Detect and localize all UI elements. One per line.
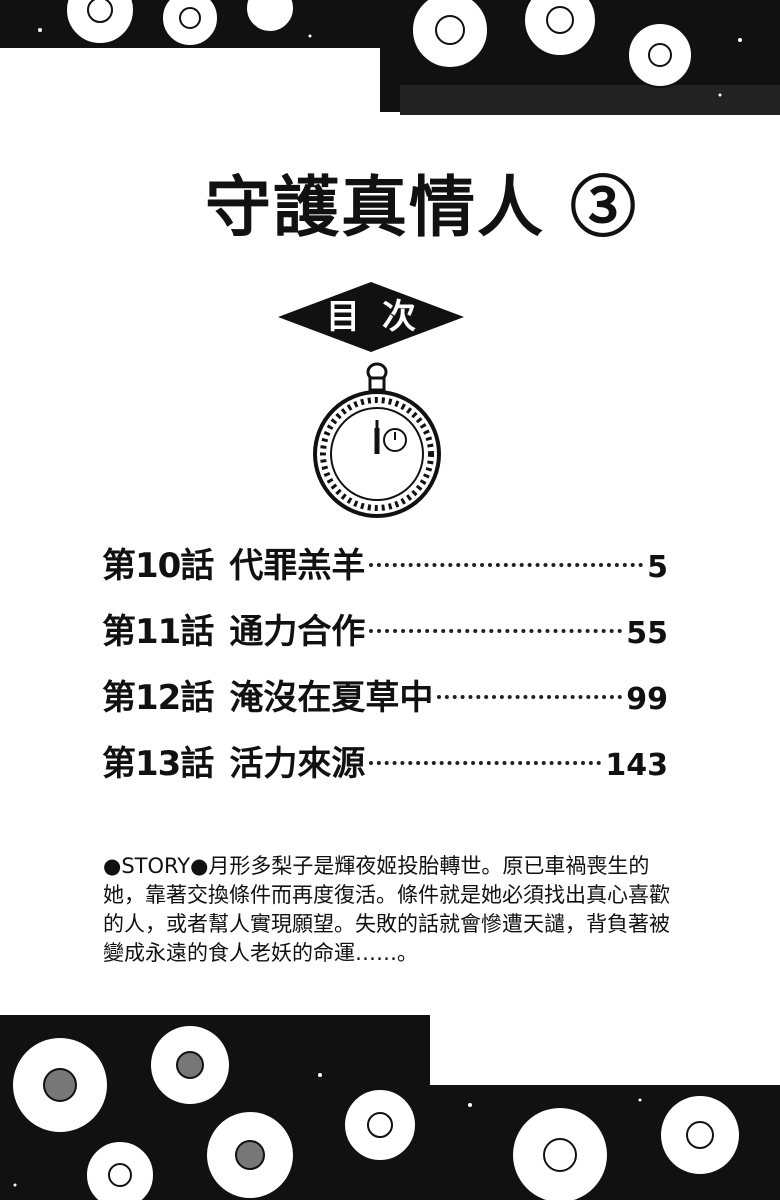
story-summary: ●STORY●月形多梨子是輝夜姬投胎轉世。原已車禍喪生的她，靠著交換條件而再度復… — [103, 854, 670, 965]
floral-border-bottom-art — [0, 1015, 780, 1200]
toc-row[interactable]: 第13話 活力來源 143 — [102, 736, 668, 802]
contents-badge: 目次 — [278, 282, 464, 352]
floral-border-top-art — [0, 0, 780, 115]
dot-leader — [437, 695, 623, 699]
chapter-number: 第10話 — [102, 546, 214, 586]
chapter-name: 淹沒在夏草中 — [229, 678, 434, 718]
pocket-watch-icon — [305, 362, 450, 520]
chapter-number: 第13話 — [102, 744, 214, 784]
dot-leader — [369, 563, 644, 567]
floral-border-bottom — [0, 1005, 780, 1200]
chapter-number: 第11話 — [102, 612, 214, 652]
dot-leader — [369, 761, 602, 765]
chapter-page: 55 — [626, 616, 668, 651]
table-of-contents: 第10話 代罪羔羊 5 第11話 通力合作 55 第12話 淹沒在夏草中 99 … — [102, 538, 668, 802]
chapter-page: 99 — [626, 682, 668, 717]
toc-row[interactable]: 第10話 代罪羔羊 5 — [102, 538, 668, 604]
toc-row[interactable]: 第12話 淹沒在夏草中 99 — [102, 670, 668, 736]
book-title: 守護真情人 ③ — [205, 168, 638, 246]
chapter-number: 第12話 — [102, 678, 214, 718]
contents-label: 目次 — [326, 297, 438, 337]
diamond-badge-icon — [278, 282, 464, 352]
chapter-page: 5 — [647, 550, 668, 585]
chapter-name: 代罪羔羊 — [229, 546, 366, 586]
dot-leader — [369, 629, 623, 633]
chapter-page: 143 — [605, 748, 668, 783]
chapter-name: 活力來源 — [229, 744, 366, 784]
chapter-name: 通力合作 — [229, 612, 366, 652]
toc-row[interactable]: 第11話 通力合作 55 — [102, 604, 668, 670]
floral-border-top — [0, 0, 780, 125]
